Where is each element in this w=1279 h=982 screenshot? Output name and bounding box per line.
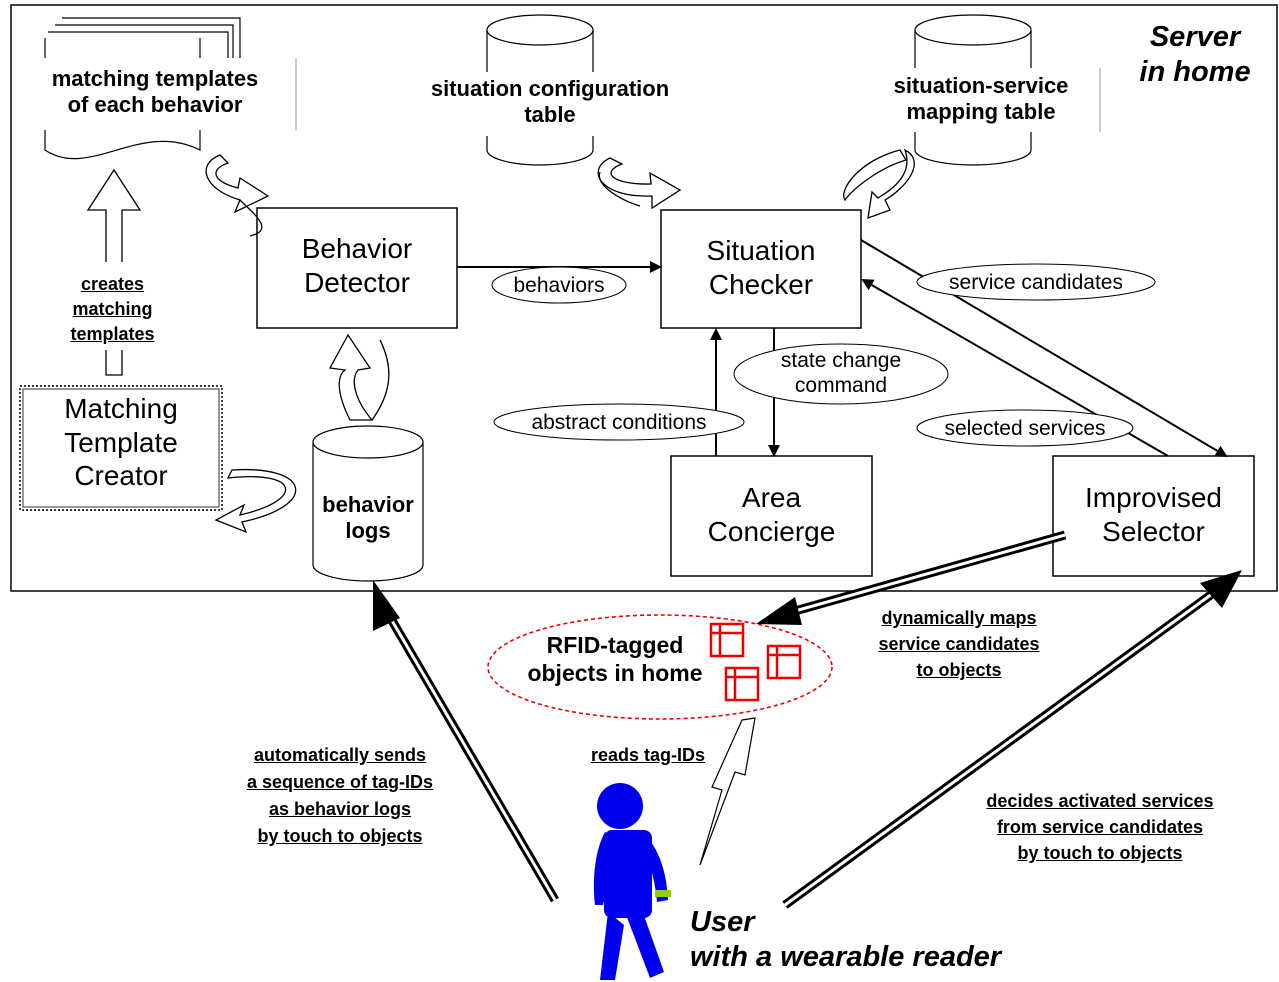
sends-logs-label: automatically sends a sequence of tag-ID… — [246, 745, 434, 846]
user-to-selector-arrow — [782, 570, 1242, 909]
matching-templates-store — [12, 17, 297, 160]
decides-services-label: decides activated services from service … — [986, 791, 1214, 864]
creates-templates-label: creates matching templates — [70, 274, 155, 345]
abstract-conditions-ellipse — [493, 403, 745, 441]
server-frame — [10, 4, 1278, 592]
swirl-config-checker — [597, 157, 682, 210]
lightning-icon — [699, 717, 756, 866]
selector-to-objects-arrow — [756, 530, 1067, 625]
area-concierge-box — [670, 455, 873, 577]
situation-checker-box — [660, 209, 862, 329]
selected-services-label: selected services — [944, 417, 1106, 440]
area-concierge-label: Area Concierge — [707, 482, 836, 547]
behavior-logs-cylinder — [312, 425, 424, 582]
rfid-objects-ellipse — [487, 614, 833, 720]
reads-tags-label: reads tag-IDs — [590, 745, 706, 765]
improvised-selector-box — [1052, 455, 1255, 577]
maps-services-label: dynamically maps service candidates to o… — [878, 608, 1040, 681]
swirl-creator-logs — [214, 468, 297, 534]
behavior-detector-label: Behavior Detector — [301, 233, 413, 298]
behavior-detector-box — [256, 207, 458, 329]
state-change-command-label: state change command — [780, 349, 902, 398]
behaviors-label: behaviors — [513, 274, 605, 297]
logs-to-detector-arrow — [328, 333, 374, 421]
behaviors-ellipse — [491, 266, 627, 304]
state-change-ellipse — [733, 343, 949, 405]
service-candidates-label: service candidates — [949, 271, 1123, 294]
matching-templates-label: matching templates of each behavior — [51, 66, 259, 118]
situation-checker-label: Situation Checker — [706, 235, 816, 300]
checker-to-selector-arrow — [860, 239, 1228, 458]
user-label: User with a wearable reader — [690, 906, 1002, 973]
situation-service-mapping-cylinder — [862, 14, 1101, 166]
behavior-logs-label: behavior logs — [322, 492, 414, 544]
situation-service-mapping-label: situation-service mapping table — [893, 73, 1069, 125]
improvised-selector-label: Improvised Selector — [1085, 482, 1222, 547]
swirl-mapping-checker — [843, 148, 915, 219]
rfid-objects-label: RFID-tagged objects in home — [527, 632, 703, 686]
service-candidates-ellipse — [916, 263, 1156, 301]
swirl-templates-detector — [205, 154, 270, 237]
selected-services-ellipse — [916, 409, 1134, 447]
wearable-reader-icon — [655, 890, 671, 897]
matching-template-creator-box — [19, 385, 223, 511]
situation-configuration-cylinder — [400, 14, 700, 166]
user-to-logs-arrow — [373, 580, 559, 903]
situation-configuration-label: situation configuration table — [430, 76, 670, 128]
matching-template-creator-label: Matching Template Creator — [64, 393, 178, 492]
abstract-conditions-label: abstract conditions — [531, 411, 707, 434]
server-label: Server in home — [1139, 21, 1251, 88]
user-figure-icon — [593, 783, 668, 980]
rfid-tag-icon — [709, 622, 802, 702]
